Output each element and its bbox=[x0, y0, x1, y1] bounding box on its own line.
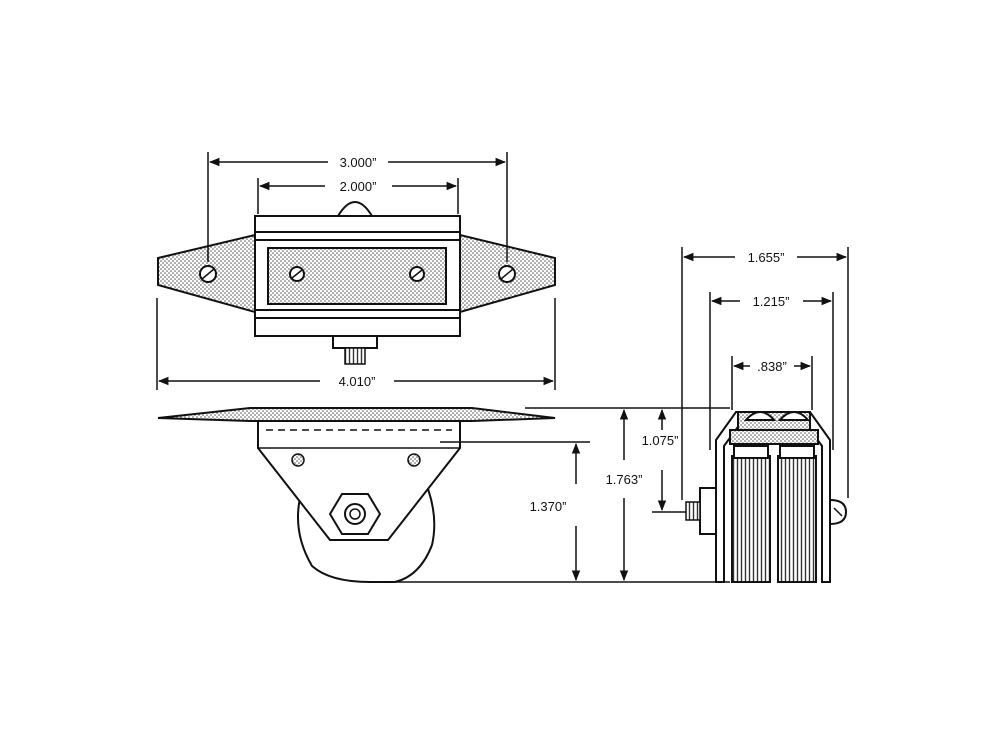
rivet-icon bbox=[291, 453, 305, 467]
dimension-top-4010: 4.010” bbox=[156, 298, 556, 390]
top-stud bbox=[344, 347, 366, 365]
side-axle-nut bbox=[699, 487, 717, 535]
dim-label-1075: 1.075” bbox=[642, 433, 679, 448]
rivet-icon bbox=[407, 453, 421, 467]
dim-label-3000: 3.000” bbox=[340, 155, 377, 170]
dimension-top-2000: 2.000” bbox=[257, 178, 459, 214]
top-stud-nut bbox=[332, 335, 378, 349]
dimension-side-1655: 1.655” bbox=[681, 247, 849, 500]
side-view bbox=[685, 411, 848, 583]
screw-icon bbox=[289, 266, 305, 282]
dim-label-2000: 2.000” bbox=[340, 179, 377, 194]
top-view bbox=[157, 201, 556, 365]
dim-label-1370: 1.370” bbox=[530, 499, 567, 514]
screw-icon bbox=[199, 265, 217, 283]
side-axle-stud bbox=[685, 501, 701, 521]
dimension-top-3000: 3.000” bbox=[207, 152, 508, 262]
dimension-front-1763: 1.763” bbox=[525, 407, 730, 582]
side-wheel-left bbox=[731, 455, 771, 583]
dimension-front-1370: 1.370” bbox=[386, 441, 730, 583]
dimension-side-838: .838” bbox=[731, 356, 813, 410]
dim-label-1215: 1.215” bbox=[753, 294, 790, 309]
dimension-side-1075: 1.075” bbox=[642, 408, 700, 513]
front-view bbox=[157, 407, 556, 583]
top-bump bbox=[336, 201, 374, 217]
screw-icon bbox=[409, 266, 425, 282]
dimension-side-1215: 1.215” bbox=[709, 292, 834, 450]
dim-label-4010: 4.010” bbox=[339, 374, 376, 389]
side-wheel-right bbox=[777, 455, 817, 583]
dim-label-838: .838” bbox=[757, 359, 787, 374]
screw-icon bbox=[498, 265, 516, 283]
front-mount-plate bbox=[157, 407, 556, 422]
dim-label-1655: 1.655” bbox=[748, 250, 785, 265]
dim-label-1763: 1.763” bbox=[606, 472, 643, 487]
